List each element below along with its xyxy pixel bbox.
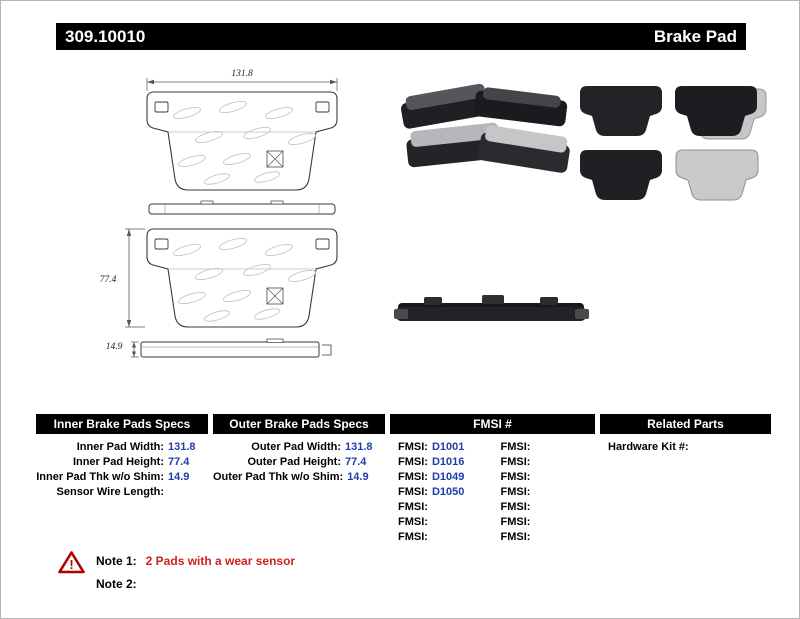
spec-label: Outer Pad Height: <box>247 456 341 468</box>
note-2-label: Note 2: <box>96 577 137 591</box>
pad-photo-1 <box>400 83 495 129</box>
shim-edge-drawing <box>148 200 336 215</box>
thickness-dimension: 14.9 <box>106 341 139 358</box>
related-parts-header: Related Parts <box>600 414 771 434</box>
fmsi-label: FMSI: <box>500 456 531 468</box>
fmsi-label: FMSI: <box>500 501 531 513</box>
fmsi-value: D1016 <box>431 456 465 468</box>
fmsi-row: FMSI: <box>390 500 493 515</box>
fmsi-label: FMSI: <box>398 516 428 528</box>
fmsi-row: FMSI:D1049 <box>390 470 493 485</box>
note-1-label: Note 1: <box>96 554 137 568</box>
outer-pad-drawing <box>146 91 338 191</box>
spec-label: Inner Pad Height: <box>72 456 164 468</box>
width-dimension: 131.8 <box>146 69 338 91</box>
fmsi-row: FMSI: <box>493 515 596 530</box>
spec-row: Outer Pad Height: 77.4 <box>213 455 385 470</box>
note-2: Note 2: <box>96 577 146 591</box>
fmsi-grid: FMSI:D1001 FMSI:D1016 FMSI:D1049 FMSI:D1… <box>390 434 595 545</box>
related-row: Hardware Kit #: <box>600 440 771 455</box>
dim-height-label: 77.4 <box>100 275 117 285</box>
grid-pad-top-left <box>580 86 662 136</box>
fmsi-row: FMSI: <box>493 470 596 485</box>
note-1: Note 1: 2 Pads with a wear sensor <box>96 554 295 568</box>
grid-pad-bottom-left <box>580 150 662 200</box>
fmsi-label: FMSI: <box>500 516 531 528</box>
brake-pad-side-photo <box>394 295 589 321</box>
part-number: 309.10010 <box>65 26 146 46</box>
fmsi-left-subcolumn: FMSI:D1001 FMSI:D1016 FMSI:D1049 FMSI:D1… <box>390 440 493 545</box>
note-1-text: 2 Pads with a wear sensor <box>145 554 296 568</box>
related-parts-column: Related Parts Hardware Kit #: <box>600 414 771 455</box>
spec-row: Inner Pad Thk w/o Shim: 14.9 <box>36 470 208 485</box>
fmsi-label: FMSI: <box>500 486 531 498</box>
spec-label: Sensor Wire Length: <box>56 486 164 498</box>
dim-width-label: 131.8 <box>231 69 253 79</box>
technical-drawing: 131.8 77.4 <box>100 69 338 358</box>
fmsi-value: D1050 <box>431 486 465 498</box>
spec-label: Inner Pad Thk w/o Shim: <box>36 471 164 483</box>
pad-side-drawing <box>140 338 332 358</box>
spec-row: Outer Pad Width: 131.8 <box>213 440 385 455</box>
related-parts-rows: Hardware Kit #: <box>600 434 771 455</box>
fmsi-row: FMSI: <box>493 530 596 545</box>
outer-specs-rows: Outer Pad Width: 131.8 Outer Pad Height:… <box>213 434 385 485</box>
fmsi-row: FMSI: <box>493 500 596 515</box>
spec-row: Inner Pad Height: 77.4 <box>36 455 208 470</box>
spec-value: 14.9 <box>168 471 190 483</box>
spec-value: 77.4 <box>345 456 367 468</box>
fmsi-row: FMSI: <box>390 515 493 530</box>
spec-row: Inner Pad Width: 131.8 <box>36 440 208 455</box>
fmsi-row: FMSI:D1016 <box>390 455 493 470</box>
fmsi-row: FMSI:D1050 <box>390 485 493 500</box>
fmsi-label: FMSI: <box>398 456 428 468</box>
pad-photo-2 <box>474 87 568 127</box>
fmsi-row: FMSI: <box>493 485 596 500</box>
pad-photo-4 <box>478 125 570 173</box>
brake-pad-set-photo <box>400 83 570 173</box>
fmsi-value: D1001 <box>431 441 465 453</box>
fmsi-column: FMSI # FMSI:D1001 FMSI:D1016 FMSI:D1049 … <box>390 414 595 545</box>
fmsi-label: FMSI: <box>500 471 531 483</box>
header-bar: 309.10010 Brake Pad <box>56 23 746 50</box>
spec-label: Outer Pad Width: <box>251 441 341 453</box>
spec-value: 131.8 <box>168 441 196 453</box>
inner-specs-rows: Inner Pad Width: 131.8 Inner Pad Height:… <box>36 434 208 500</box>
fmsi-row: FMSI: <box>493 440 596 455</box>
dim-thickness-label: 14.9 <box>106 342 123 352</box>
spec-label: Inner Pad Width: <box>76 441 164 453</box>
fmsi-label: FMSI: <box>398 471 428 483</box>
outer-specs-header: Outer Brake Pads Specs <box>213 414 385 434</box>
brake-pad-grid-photo <box>580 86 767 201</box>
warning-icon: ! <box>58 551 85 574</box>
spec-value: 77.4 <box>168 456 190 468</box>
warning-glyph: ! <box>69 557 73 572</box>
fmsi-label: FMSI: <box>500 441 531 453</box>
fmsi-right-subcolumn: FMSI: FMSI: FMSI: FMSI: FMSI: FMSI: FMSI… <box>493 440 596 545</box>
inner-specs-column: Inner Brake Pads Specs Inner Pad Width: … <box>36 414 208 500</box>
fmsi-label: FMSI: <box>398 486 428 498</box>
grid-pad-bottom-right <box>675 149 759 201</box>
product-title: Brake Pad <box>653 26 737 46</box>
related-label: Hardware Kit #: <box>608 441 689 453</box>
fmsi-label: FMSI: <box>398 501 428 513</box>
fmsi-label: FMSI: <box>398 441 428 453</box>
spec-row: Sensor Wire Length: <box>36 485 208 500</box>
height-dimension: 77.4 <box>100 228 145 328</box>
fmsi-label: FMSI: <box>500 531 531 543</box>
fmsi-row: FMSI: <box>493 455 596 470</box>
side-pad-photo-group <box>394 295 589 321</box>
outer-specs-column: Outer Brake Pads Specs Outer Pad Width: … <box>213 414 385 485</box>
spec-value: 14.9 <box>347 471 369 483</box>
spec-label: Outer Pad Thk w/o Shim: <box>213 471 344 483</box>
fmsi-row: FMSI: <box>390 530 493 545</box>
spec-value: 131.8 <box>345 441 373 453</box>
spec-row: Outer Pad Thk w/o Shim: 14.9 <box>213 470 385 485</box>
fmsi-label: FMSI: <box>398 531 428 543</box>
fmsi-value: D1049 <box>431 471 465 483</box>
fmsi-row: FMSI:D1001 <box>390 440 493 455</box>
inner-specs-header: Inner Brake Pads Specs <box>36 414 208 434</box>
inner-pad-drawing <box>146 228 338 328</box>
fmsi-header: FMSI # <box>390 414 595 434</box>
